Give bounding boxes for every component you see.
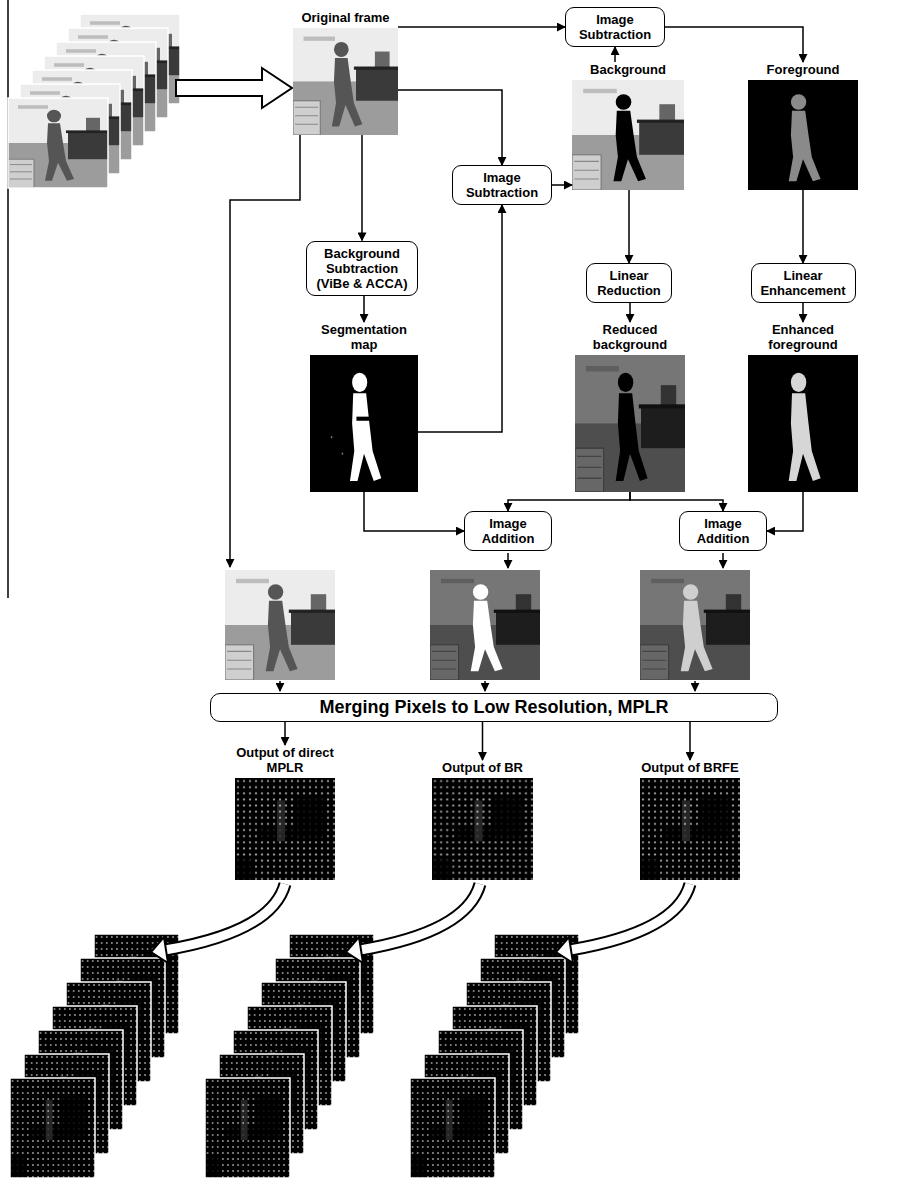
original-frame-image xyxy=(293,28,398,135)
image-panel: Foreground xyxy=(748,62,858,190)
lowres-stack xyxy=(10,934,179,1178)
flow-connector xyxy=(398,90,502,165)
process-box: Background Subtraction (ViBe & ACCA) xyxy=(306,241,418,296)
flow-connector xyxy=(552,184,572,186)
image-caption: Output of BRFE xyxy=(640,760,740,775)
image-caption: Foreground xyxy=(748,62,858,77)
input-frame-stack xyxy=(8,14,180,188)
image-panel: Enhanced foreground xyxy=(748,322,858,492)
process-box: Linear Reduction xyxy=(586,263,672,303)
process-box: Merging Pixels to Low Resolution, MPLR xyxy=(210,693,778,722)
image-caption: Enhanced foreground xyxy=(753,322,853,352)
frame-copy-image xyxy=(225,570,335,680)
flow-connector xyxy=(418,205,502,432)
enhanced-foreground-image xyxy=(748,355,858,492)
flow-arrow xyxy=(694,681,696,691)
flow-connector xyxy=(508,492,630,511)
box-label: Image Subtraction xyxy=(459,170,545,200)
image-panel: Output of direct MPLR xyxy=(235,745,335,880)
image-panel: Output of BRFE xyxy=(640,760,740,880)
curved-arrow xyxy=(556,884,690,963)
flow-connector xyxy=(689,722,691,761)
image-caption: Output of direct MPLR xyxy=(235,745,335,775)
flow-connector xyxy=(614,47,616,62)
lowres-image xyxy=(432,778,533,880)
lowres-stack xyxy=(205,934,374,1178)
border-line xyxy=(7,0,9,598)
flow-connector xyxy=(284,722,286,746)
flow-connector xyxy=(364,492,464,531)
flow-connector xyxy=(628,190,630,263)
lowres-stack xyxy=(410,934,579,1178)
process-box: Image Subtraction xyxy=(565,7,665,47)
box-label: Linear Enhancement xyxy=(758,268,849,298)
curved-arrow xyxy=(346,884,480,963)
box-label: Merging Pixels to Low Resolution, MPLR xyxy=(219,697,769,718)
segmentation-image xyxy=(310,355,418,492)
image-panel: Segmentation map xyxy=(310,322,418,492)
box-label: Image Addition xyxy=(471,516,545,546)
image-caption: Output of BR xyxy=(432,760,533,775)
image-panel: Reduced background xyxy=(575,322,685,492)
image-panel: Output of BR xyxy=(432,760,533,880)
flow-connector xyxy=(665,27,803,62)
process-box: Image Subtraction xyxy=(452,165,552,205)
flow-connector xyxy=(767,492,803,531)
flow-connector xyxy=(482,722,484,761)
flow-arrow xyxy=(484,681,486,691)
process-box: Linear Enhancement xyxy=(751,263,856,303)
box-label: Image Addition xyxy=(686,516,760,546)
box-label: Image Subtraction xyxy=(572,12,658,42)
image-panel: Original frame xyxy=(293,10,398,135)
flow-arrow xyxy=(279,681,281,691)
background-image xyxy=(572,80,684,190)
flow-connector xyxy=(398,26,565,28)
box-label: Background Subtraction (ViBe & ACCA) xyxy=(313,246,411,291)
flow-arrow xyxy=(230,135,300,567)
reduced-background-image xyxy=(575,355,685,492)
flow-arrow xyxy=(507,553,509,568)
flow-connector xyxy=(361,135,363,241)
box-label: Linear Reduction xyxy=(593,268,665,298)
process-box: Image Addition xyxy=(464,511,552,551)
flow-connector xyxy=(802,303,804,322)
process-box: Image Addition xyxy=(679,511,767,551)
curved-arrow xyxy=(151,884,285,963)
flow-connector xyxy=(802,190,804,263)
flow-connector xyxy=(630,492,723,511)
lowres-image xyxy=(235,778,335,880)
image-caption: Segmentation map xyxy=(314,322,414,352)
image-panel: Background xyxy=(572,62,684,190)
br-image xyxy=(430,570,540,680)
foreground-image xyxy=(748,80,858,190)
flow-connector xyxy=(363,296,365,323)
block-arrow xyxy=(176,68,292,108)
image-caption: Original frame xyxy=(276,10,416,25)
flow-connector xyxy=(629,303,631,322)
lowres-image xyxy=(640,778,740,880)
image-caption: Reduced background xyxy=(580,322,680,352)
image-caption: Background xyxy=(572,62,684,77)
flow-arrow xyxy=(722,553,724,568)
brfe-image xyxy=(640,570,750,680)
